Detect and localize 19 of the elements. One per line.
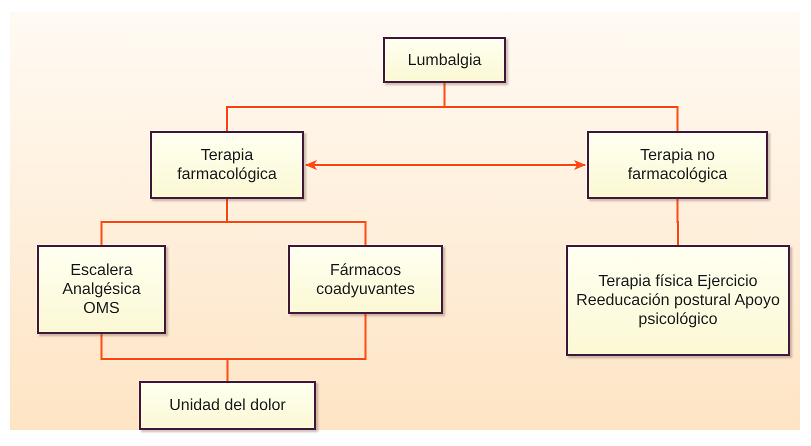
process-box xyxy=(383,37,506,83)
process-box xyxy=(139,381,316,430)
box-label: Terapia física Ejercicio Reeducación postural Apoyo psicológico xyxy=(575,272,781,329)
arrow xyxy=(305,160,586,170)
box-label: Lumbalgia xyxy=(408,50,482,70)
process-box xyxy=(150,131,304,199)
box-label: Fármacos coadyuvantes xyxy=(315,260,416,298)
process-box xyxy=(566,245,790,356)
process-box xyxy=(288,245,443,314)
process-box xyxy=(587,131,768,199)
connector-line xyxy=(676,199,679,245)
box-label: Escalera Analgésica OMS xyxy=(61,261,142,318)
box-label: Terapia no farmacológica xyxy=(626,146,728,184)
process-box xyxy=(37,245,166,334)
connector-line xyxy=(226,314,366,381)
connector-line xyxy=(226,199,366,245)
box-label: Unidad del dolor xyxy=(169,396,286,415)
box-label: Terapia farmacológica xyxy=(176,146,278,184)
connector-line xyxy=(444,83,678,131)
